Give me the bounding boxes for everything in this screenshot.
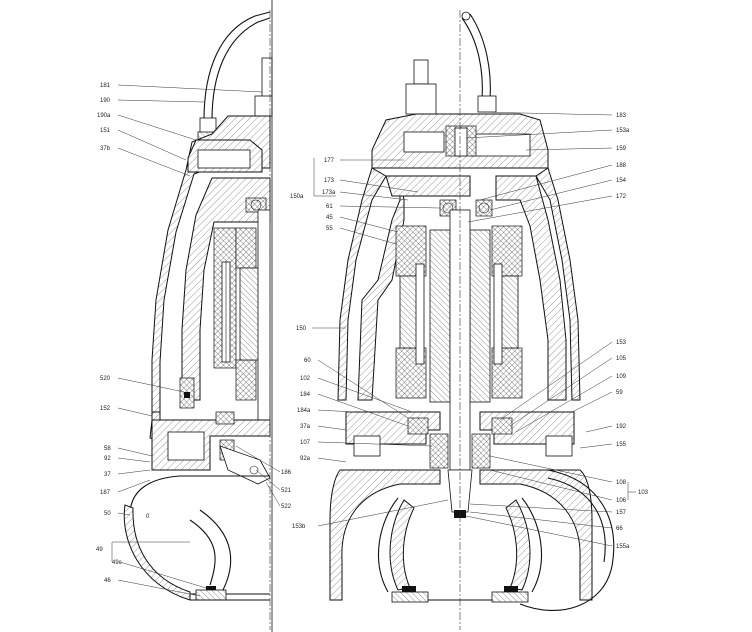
left-section-view: 0 <box>123 11 273 601</box>
label-105: 105 <box>616 356 627 362</box>
label-155a: 155a <box>616 544 630 550</box>
label-59: 59 <box>616 390 623 396</box>
label-153a: 153a <box>616 128 630 134</box>
label-60: 60 <box>304 358 311 364</box>
label-190a: 190a <box>97 113 111 119</box>
label-150a: 150a <box>290 194 304 200</box>
label-37: 37 <box>104 472 111 478</box>
label-49: 49 <box>96 547 103 553</box>
label-107: 107 <box>300 440 311 446</box>
label-58: 58 <box>104 446 111 452</box>
label-183: 183 <box>616 113 627 119</box>
label-159: 159 <box>616 146 627 152</box>
right-section-view <box>329 11 615 611</box>
label-190: 190 <box>100 98 111 104</box>
label-173a: 173a <box>322 190 336 196</box>
label-108: 108 <box>616 480 627 486</box>
label-103: 103 <box>638 490 649 496</box>
label-153: 153 <box>616 340 627 346</box>
label-520: 520 <box>100 376 111 382</box>
label-151: 151 <box>100 128 111 134</box>
label-46: 46 <box>104 578 111 584</box>
label-154: 154 <box>616 178 627 184</box>
label-521: 521 <box>281 488 292 494</box>
label-153b: 153b <box>292 524 306 530</box>
label-92a: 92a <box>300 456 311 462</box>
callout-labels: 181 190 190a 151 37b 520 152 58 92 37 18… <box>96 83 649 584</box>
label-55: 55 <box>326 226 333 232</box>
volute-mark-left: 0 <box>146 514 150 520</box>
label-109: 109 <box>616 374 627 380</box>
label-184a: 184a <box>297 408 311 414</box>
label-186: 186 <box>281 470 292 476</box>
label-49c: 49c <box>112 560 122 566</box>
label-61: 61 <box>326 204 333 210</box>
label-150: 150 <box>296 326 307 332</box>
label-50: 50 <box>104 511 111 517</box>
label-184: 184 <box>300 392 311 398</box>
leader-lines <box>111 84 636 597</box>
label-155: 155 <box>616 442 627 448</box>
label-157: 157 <box>616 510 627 516</box>
label-37b: 37b <box>100 146 111 152</box>
label-522: 522 <box>281 504 292 510</box>
label-106: 106 <box>616 498 627 504</box>
label-102: 102 <box>300 376 311 382</box>
label-177: 177 <box>324 158 335 164</box>
label-187: 187 <box>100 490 111 496</box>
label-152: 152 <box>100 406 111 412</box>
label-45: 45 <box>326 215 333 221</box>
label-192: 192 <box>616 424 627 430</box>
label-173: 173 <box>324 178 335 184</box>
label-66: 66 <box>616 526 623 532</box>
label-188: 188 <box>616 163 627 169</box>
label-172: 172 <box>616 194 627 200</box>
label-92: 92 <box>104 456 111 462</box>
label-181: 181 <box>100 83 111 89</box>
label-37a: 37a <box>300 424 311 430</box>
